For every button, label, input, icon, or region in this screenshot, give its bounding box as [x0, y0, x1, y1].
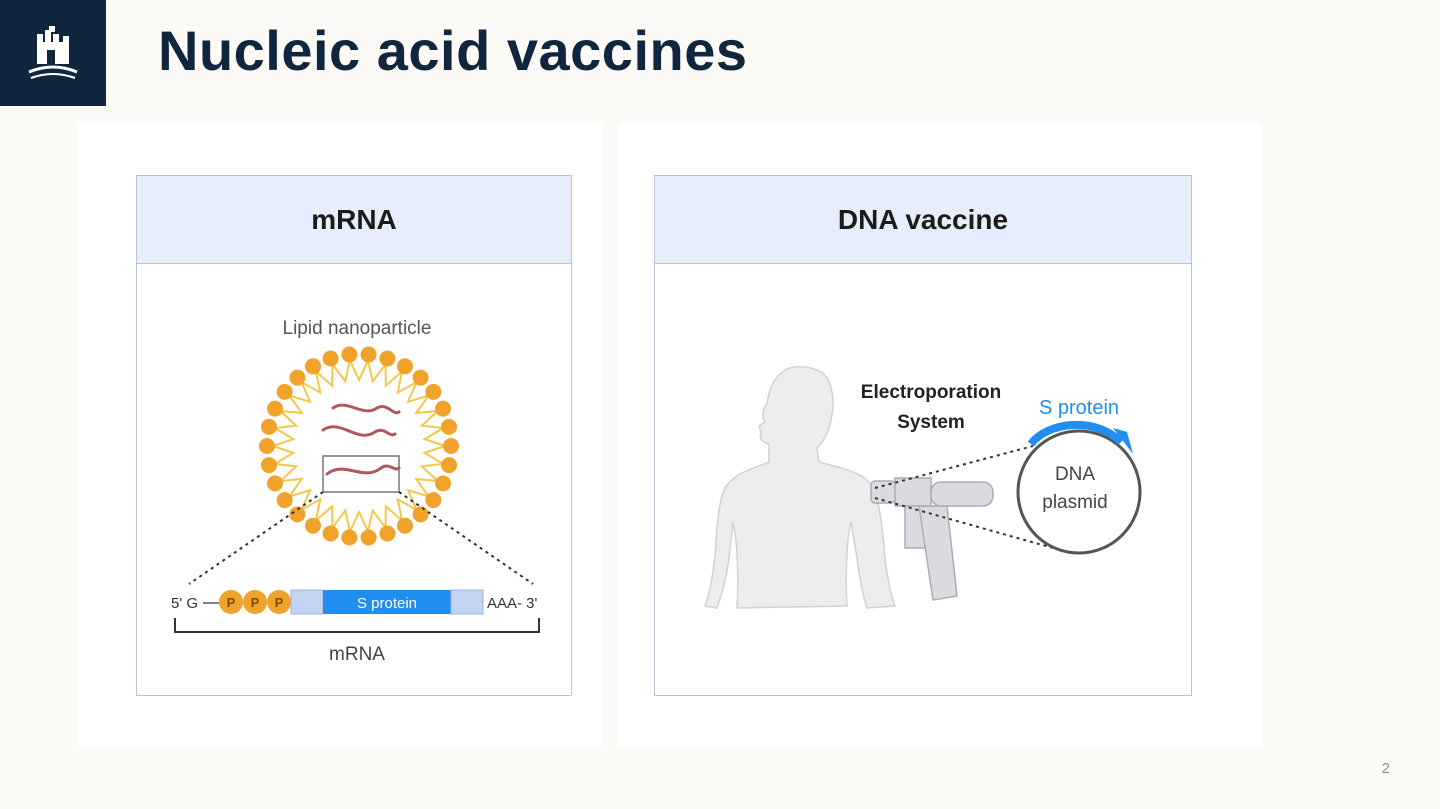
lipid-head	[267, 400, 283, 417]
dna-vaccine-diagram: Electroporation System DNA plasmid S pro…	[703, 366, 1142, 609]
zoom-lines	[188, 491, 534, 585]
lipid-tails	[272, 360, 446, 532]
lipid-head	[379, 350, 396, 367]
lipid-head	[443, 438, 459, 454]
electroporation-device-icon	[870, 477, 994, 601]
s-protein-label: S protein	[1039, 397, 1119, 419]
lipid-head	[341, 529, 358, 546]
lipid-head	[360, 529, 377, 546]
zoom-box	[322, 455, 400, 493]
lipid-head	[435, 400, 451, 417]
mrna-diagram: Lipid nanoparticle 5' G P P P S protein	[171, 318, 540, 665]
lipid-nanoparticle-icon	[259, 346, 459, 546]
lipid-head	[261, 457, 277, 474]
arrow-head-icon	[1113, 428, 1133, 454]
five-prime-label: 5' G	[171, 595, 198, 612]
lipid-head	[261, 418, 277, 435]
lipid-head	[412, 369, 429, 386]
plasmid-label-line2: plasmid	[1042, 492, 1107, 513]
lipid-head	[305, 517, 321, 534]
castle-logo-icon	[28, 26, 78, 79]
mrna-card: mRNA Lipid nanoparticle 5' G P P P	[136, 175, 572, 696]
lipid-head	[379, 525, 396, 542]
lipid-head	[267, 475, 283, 492]
phosphate-label: P	[251, 595, 260, 610]
mrna-bracket-label: mRNA	[329, 644, 385, 665]
mrna-strand-icon	[321, 403, 401, 476]
lipid-head	[289, 369, 306, 386]
s-protein-segment	[323, 590, 451, 614]
dna-card-header: DNA vaccine	[655, 176, 1191, 264]
mrna-card-header: mRNA	[137, 176, 571, 264]
s-protein-arrow-icon	[1027, 420, 1124, 447]
lipid-head	[289, 506, 306, 523]
utr-5	[290, 589, 324, 615]
s-protein-segment-label: S protein	[357, 595, 417, 612]
phosphate-cap: P P P	[219, 590, 291, 614]
mrna-bracket	[174, 618, 540, 633]
lipid-head	[276, 383, 293, 400]
dna-vaccine-card: DNA vaccine Electroporation System DNA p…	[654, 175, 1192, 696]
lipid-head	[397, 517, 413, 534]
lipid-nanoparticle-label: Lipid nanoparticle	[283, 318, 432, 339]
lipid-head	[259, 438, 275, 454]
phosphate-label: P	[227, 595, 236, 610]
three-prime-label: AAA- 3'	[487, 595, 538, 612]
lipid-head	[305, 358, 321, 375]
dna-plasmid-icon	[1016, 429, 1142, 555]
lipid-head	[441, 418, 457, 435]
university-logo	[0, 0, 106, 106]
lipid-head	[425, 492, 442, 509]
lipid-head	[441, 457, 457, 474]
lipid-head	[435, 475, 451, 492]
lipid-head	[322, 350, 339, 367]
page-number: 2	[1381, 760, 1390, 777]
lipid-head	[276, 492, 293, 509]
lipid-head	[397, 358, 413, 375]
plasmid-label-line1: DNA	[1055, 464, 1095, 485]
lipid-head	[341, 346, 358, 363]
lipid-head	[425, 383, 442, 400]
electroporation-label: Electroporation	[861, 382, 1001, 403]
lipid-head	[412, 506, 429, 523]
phosphate-label: P	[275, 595, 284, 610]
utr-3	[450, 589, 484, 615]
plasmid-zoom-lines	[874, 445, 1054, 549]
lipid-head	[322, 525, 339, 542]
slide-title: Nucleic acid vaccines	[158, 19, 748, 82]
electroporation-label-line2: System	[897, 412, 965, 433]
human-figure-icon	[703, 366, 897, 609]
lipid-head	[360, 346, 377, 363]
